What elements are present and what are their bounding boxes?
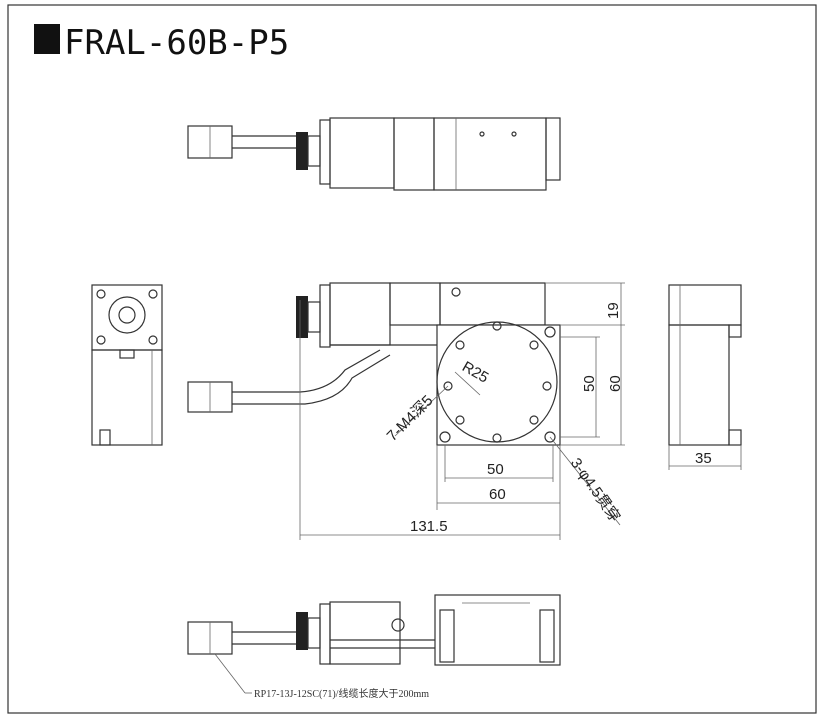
cable-note: RP17-13J-12SC(71)/线缆长度大于200mm <box>254 687 429 700</box>
dim-60-horizontal: 60 <box>489 486 506 503</box>
title-block-square <box>34 24 60 54</box>
side-view <box>668 284 742 470</box>
dim-19: 19 <box>605 302 622 319</box>
dim-35: 35 <box>695 450 712 467</box>
dim-60-vertical: 60 <box>607 375 624 392</box>
note-tapped-holes: 7-M4深5 <box>384 392 437 445</box>
note-through-holes: 3-φ4.5贯穿 <box>567 455 623 525</box>
plan-view <box>187 282 625 540</box>
drawing-title: FRAL-60B-P5 <box>64 23 289 63</box>
bottom-view <box>187 594 561 694</box>
top-view <box>187 117 561 191</box>
sheet-border <box>7 4 817 714</box>
front-view <box>91 284 163 446</box>
dim-50-horizontal: 50 <box>487 461 504 478</box>
dim-131-5: 131.5 <box>410 518 448 535</box>
dim-50-vertical: 50 <box>581 375 598 392</box>
